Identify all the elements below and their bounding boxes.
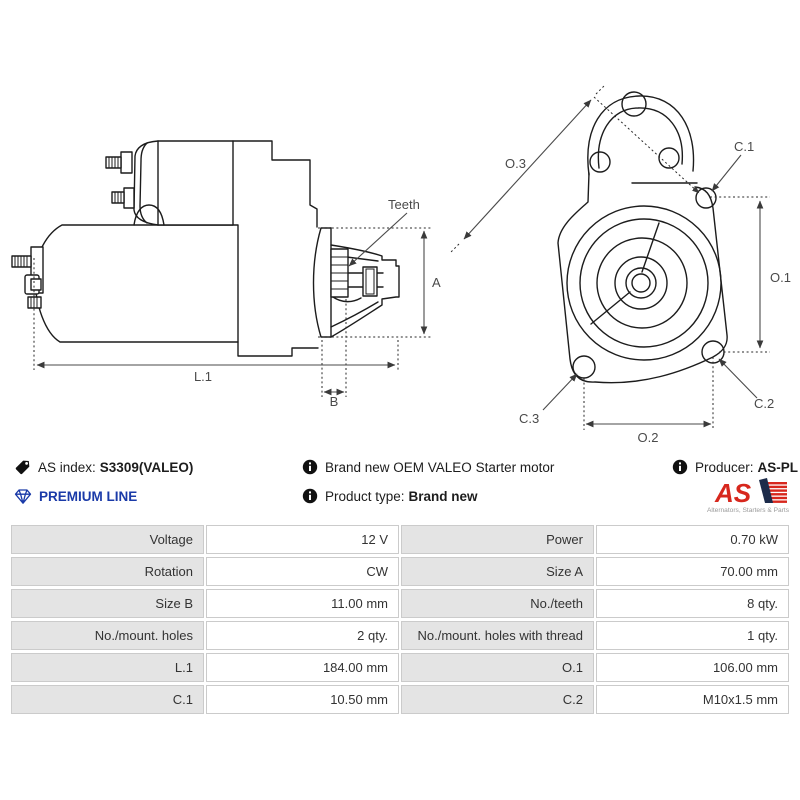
spec-value-cell: 2 qty. — [206, 621, 399, 650]
spec-label-cell: No./teeth — [401, 589, 594, 618]
product-type-row: Product type:Brand new — [302, 488, 478, 504]
spec-label-cell: O.1 — [401, 653, 594, 682]
logo-caption: Alternators, Starters & Parts — [707, 507, 790, 514]
spec-value-cell: 10.50 mm — [206, 685, 399, 714]
technical-diagram: Teeth A L.1 B — [11, 85, 791, 445]
spec-value-cell: 1 qty. — [596, 621, 789, 650]
spec-label-cell: Voltage — [11, 525, 204, 554]
description-text: Brand new OEM VALEO Starter motor — [325, 459, 555, 475]
description-row: Brand new OEM VALEO Starter motor — [302, 459, 554, 475]
product-type-label: Product type: — [325, 488, 405, 504]
as-index-value: S3309(VALEO) — [99, 460, 194, 475]
spec-value-cell: M10x1.5 mm — [596, 685, 789, 714]
spec-value-cell: 11.00 mm — [206, 589, 399, 618]
info-icon — [672, 459, 688, 475]
as-index-label: AS index: — [38, 460, 96, 475]
teeth-label: Teeth — [388, 197, 420, 212]
dim-c2-label: C.2 — [754, 396, 774, 411]
info-icon — [302, 488, 318, 504]
spec-label-cell: No./mount. holes — [11, 621, 204, 650]
dim-b-label: B — [330, 394, 339, 409]
tag-icon — [14, 459, 31, 476]
product-type-value: Brand new — [408, 488, 478, 504]
dim-c3-label: C.3 — [519, 411, 539, 426]
spec-label-cell: C.2 — [401, 685, 594, 714]
dim-a-label: A — [432, 275, 441, 290]
spec-value-cell: 70.00 mm — [596, 557, 789, 586]
dim-o2-label: O.2 — [638, 430, 659, 445]
premium-line-label: PREMIUM LINE — [39, 489, 138, 504]
spec-label-cell: No./mount. holes with thread — [401, 621, 594, 650]
spec-label-cell: Size B — [11, 589, 204, 618]
logo-text: AS — [714, 478, 752, 508]
dim-l1-label: L.1 — [194, 369, 212, 384]
as-index-row: AS index:S3309(VALEO) — [14, 459, 193, 476]
premium-line-row: PREMIUM LINE — [14, 488, 137, 505]
producer-value: AS-PL — [757, 459, 799, 475]
spec-value-cell: 12 V — [206, 525, 399, 554]
spec-value-cell: 8 qty. — [596, 589, 789, 618]
spec-value-cell: CW — [206, 557, 399, 586]
front-view-drawing: O.3 C.1 O.1 C.2 C.3 O.2 — [450, 85, 791, 445]
as-pl-logo: AS Alternators, Starters & Parts — [701, 477, 795, 520]
spec-label-cell: C.1 — [11, 685, 204, 714]
spec-label-cell: Size A — [401, 557, 594, 586]
side-view-drawing: Teeth A L.1 B — [11, 140, 441, 409]
dim-c1-label: C.1 — [734, 139, 754, 154]
producer-row: Producer:AS-PL — [672, 459, 798, 475]
dim-o3-label: O.3 — [505, 156, 526, 171]
info-icon — [302, 459, 318, 475]
spec-label-cell: L.1 — [11, 653, 204, 682]
producer-label: Producer: — [695, 459, 754, 475]
spec-value-cell: 106.00 mm — [596, 653, 789, 682]
spec-label-cell: Power — [401, 525, 594, 554]
dim-o1-label: O.1 — [770, 270, 791, 285]
gem-icon — [14, 488, 32, 505]
spec-value-cell: 0.70 kW — [596, 525, 789, 554]
spec-label-cell: Rotation — [11, 557, 204, 586]
spec-value-cell: 184.00 mm — [206, 653, 399, 682]
